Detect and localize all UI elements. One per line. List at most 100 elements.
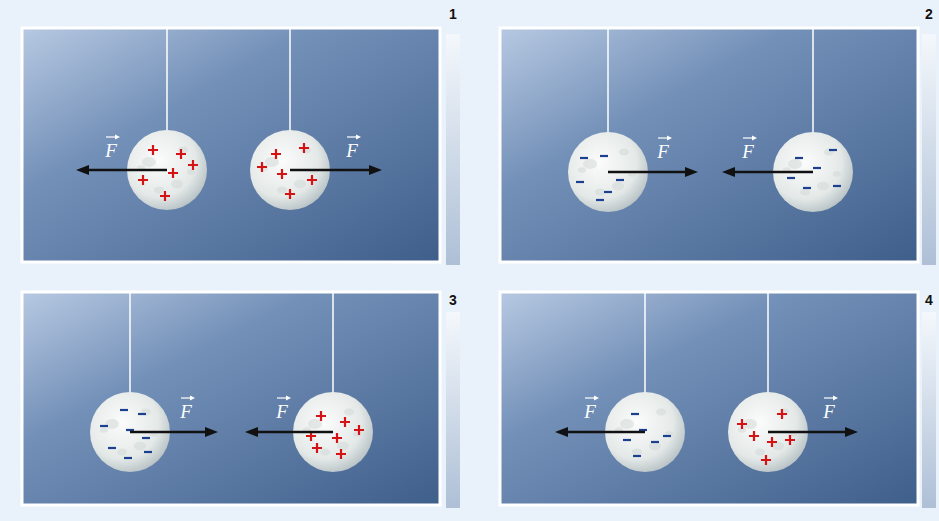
minus-charge (124, 457, 132, 459)
arrow-shaft (732, 171, 813, 174)
minus-charge (631, 413, 639, 415)
panel (22, 292, 440, 505)
vector-arrow (743, 136, 757, 141)
vector-arrow (106, 135, 120, 140)
arrow-head (369, 165, 382, 175)
sphere-texture (320, 449, 330, 456)
vector-arrow (824, 396, 838, 401)
plus-charge (277, 169, 287, 179)
panel-number: 2 (925, 7, 933, 21)
vector-arrow-head (356, 135, 361, 140)
sphere-texture (833, 171, 841, 177)
minus-charge (100, 425, 108, 427)
minus-charge (829, 149, 837, 151)
side-bar (922, 312, 936, 508)
minus-charge (580, 157, 588, 159)
arrow-shaft (86, 169, 167, 172)
sphere-texture (632, 449, 642, 456)
force-arrow (76, 165, 167, 175)
vector-arrow-head (833, 396, 838, 401)
string (129, 292, 131, 394)
minus-charge (813, 167, 821, 169)
sphere-texture (755, 449, 765, 456)
sphere-texture (612, 182, 624, 190)
vector-arrow (658, 136, 672, 141)
force-arrow (290, 165, 382, 175)
force-label: F (584, 402, 596, 421)
plus-charge (767, 437, 777, 447)
vector-arrow-head (190, 396, 195, 401)
sphere-texture (294, 180, 306, 188)
plus-charge (148, 145, 158, 155)
plus-charge (737, 419, 747, 429)
arrow-head (76, 165, 89, 175)
force-arrow (722, 167, 813, 177)
sphere-texture (154, 187, 164, 194)
plus-charge (160, 191, 170, 201)
minus-charge (795, 157, 803, 159)
plus-charge (307, 175, 317, 185)
arrow-head (245, 427, 258, 437)
arrow-shaft (290, 169, 372, 172)
vector-arrow-head (115, 135, 120, 140)
plus-charge (138, 175, 148, 185)
plus-charge (271, 149, 281, 159)
string (289, 28, 291, 132)
plus-charge (299, 143, 309, 153)
sphere-texture (277, 187, 287, 194)
sphere-texture (171, 180, 183, 188)
panel (500, 292, 918, 505)
vector-arrow-head (594, 396, 599, 401)
minus-charge (787, 177, 795, 179)
plus-charge (188, 160, 198, 170)
force-arrow (245, 427, 333, 437)
plus-charge (336, 449, 346, 459)
minus-charge (600, 155, 608, 157)
minus-charge (663, 435, 671, 437)
sphere-texture (595, 189, 605, 196)
sphere-texture (583, 159, 597, 169)
plus-charge (168, 168, 178, 178)
force-label: F (105, 141, 117, 160)
plus-charge (312, 443, 322, 453)
sphere-texture (649, 442, 661, 450)
plus-charge (332, 433, 342, 443)
vector-arrow (347, 135, 361, 140)
sphere-texture (117, 449, 127, 456)
force-arrow (555, 427, 645, 437)
force-arrow (130, 427, 218, 437)
minus-charge (596, 199, 604, 201)
sphere-texture (100, 427, 108, 433)
force-arrow (608, 167, 698, 177)
vector-arrow-head (667, 136, 672, 141)
panel (22, 28, 440, 262)
vector-arrow-head (286, 396, 291, 401)
arrow-head (845, 427, 858, 437)
arrow-shaft (255, 431, 333, 434)
force-label: F (657, 142, 669, 161)
sphere-texture (337, 442, 349, 450)
plus-charge (749, 431, 759, 441)
force-label: F (276, 402, 288, 421)
minus-charge (833, 185, 841, 187)
sphere-texture (178, 147, 188, 154)
arrow-head (555, 427, 568, 437)
minus-charge (604, 191, 612, 193)
vector-arrow (585, 396, 599, 401)
force-label: F (180, 402, 192, 421)
minus-charge (108, 447, 116, 449)
string (166, 28, 168, 132)
side-bar (922, 34, 936, 265)
minus-charge (623, 439, 631, 441)
minus-charge (803, 187, 811, 189)
arrow-shaft (608, 171, 688, 174)
sphere-texture (344, 409, 354, 416)
plus-charge (777, 409, 787, 419)
arrow-shaft (565, 431, 645, 434)
vector-arrow (181, 396, 195, 401)
plus-charge (257, 162, 267, 172)
minus-charge (138, 413, 146, 415)
plus-charge (285, 189, 295, 199)
